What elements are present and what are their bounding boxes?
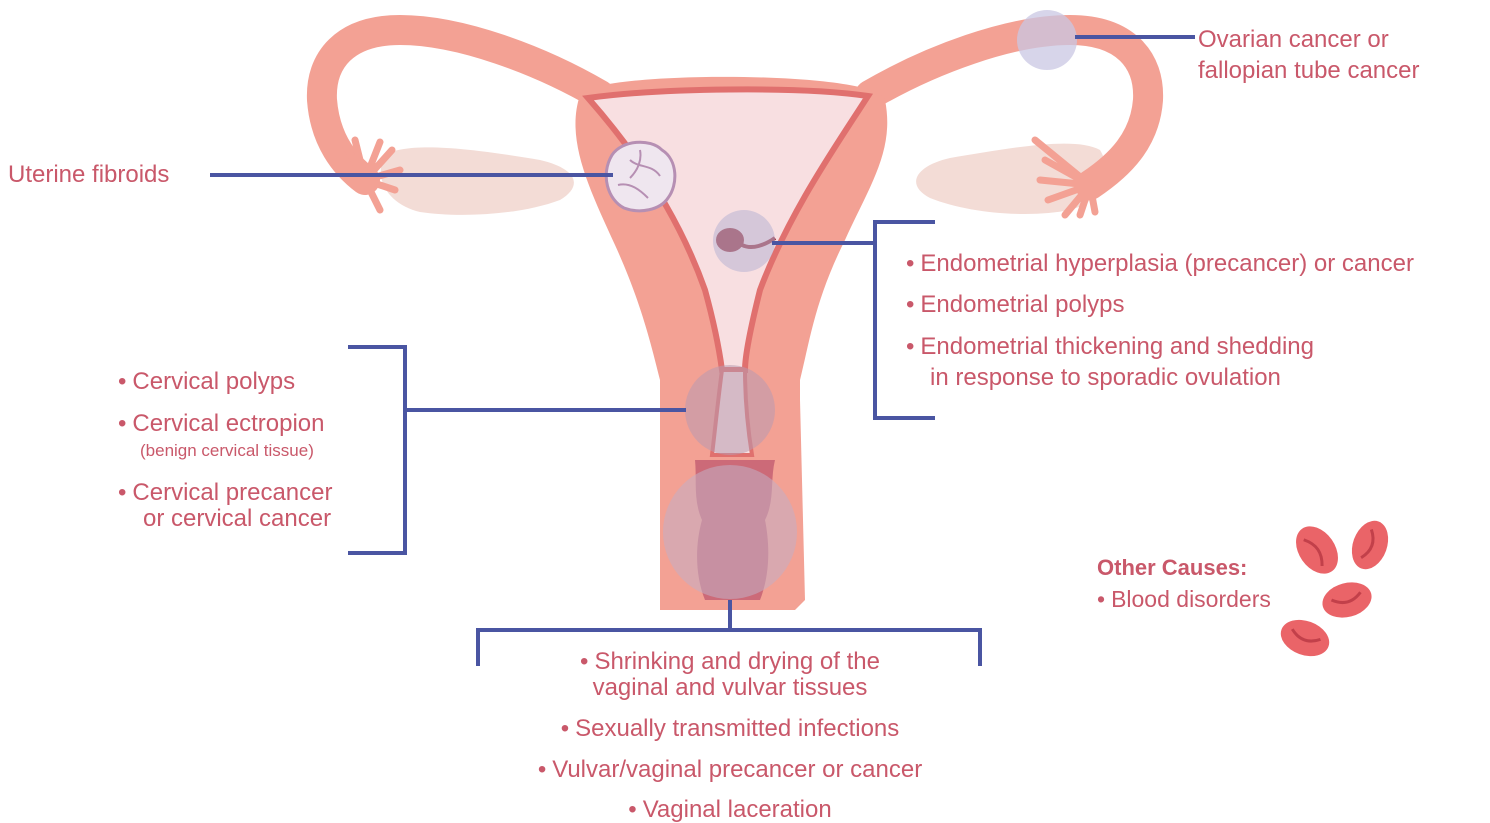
blood-disorders-item: •Blood disorders xyxy=(1097,586,1271,613)
uterine-fibroids-label: Uterine fibroids xyxy=(8,161,169,189)
blood-cell xyxy=(1287,518,1346,581)
blood-cell xyxy=(1276,613,1335,662)
item-text: Cervical polyps xyxy=(132,368,295,395)
left-ovary xyxy=(381,147,574,215)
cervical-precancer-item-line2: or cervical cancer xyxy=(143,505,331,532)
item-text: Shrinking and drying of the xyxy=(594,648,880,675)
item-text: Vaginal laceration xyxy=(643,796,832,823)
bullet: • xyxy=(561,715,569,742)
endometrial-thickening-item-line2: in response to sporadic ovulation xyxy=(930,364,1281,391)
vulvar-precancer-item: •Vulvar/vaginal precancer or cancer xyxy=(480,756,980,783)
item-text: Endometrial thickening and shedding xyxy=(920,333,1314,360)
blood-cell xyxy=(1345,516,1394,575)
bullet: • xyxy=(1097,586,1105,612)
endometrial-polyps-item: •Endometrial polyps xyxy=(906,291,1125,318)
blood-cells xyxy=(1276,516,1395,663)
item-text: Cervical ectropion xyxy=(132,410,324,437)
sti-item: •Sexually transmitted infections xyxy=(480,715,980,742)
bullet: • xyxy=(118,410,126,437)
blood-cell xyxy=(1318,577,1375,623)
fallopian-tube-cancer-label: fallopian tube cancer xyxy=(1198,57,1419,85)
item-text: Sexually transmitted infections xyxy=(575,715,899,742)
item-text: Endometrial hyperplasia (precancer) or c… xyxy=(920,250,1414,277)
bullet: • xyxy=(118,479,126,506)
ovarian-cancer-label: Ovarian cancer or xyxy=(1198,26,1389,54)
other-causes-title: Other Causes: xyxy=(1097,555,1247,581)
item-text: Cervical precancer xyxy=(132,479,332,506)
bullet: • xyxy=(580,648,588,675)
endometrial-hyperplasia-item: •Endometrial hyperplasia (precancer) or … xyxy=(906,250,1414,277)
bullet: • xyxy=(906,250,914,277)
vagina-highlight xyxy=(663,465,797,599)
vaginal-laceration-item: • Vaginal laceration xyxy=(480,796,980,823)
cervical-precancer-item: •Cervical precancer xyxy=(118,479,332,506)
vaginal-shrinking-item-line2: vaginal and vulvar tissues xyxy=(480,674,980,701)
ovary-highlight xyxy=(1017,10,1077,70)
vaginal-shrinking-item: •Shrinking and drying of the xyxy=(480,648,980,675)
bullet: • xyxy=(118,368,126,395)
bullet: • xyxy=(906,291,914,318)
endometrial-thickening-item: •Endometrial thickening and shedding xyxy=(906,333,1314,360)
bullet: • xyxy=(628,796,636,823)
item-text: Vulvar/vaginal precancer or cancer xyxy=(552,756,922,783)
cervix-highlight xyxy=(685,365,775,455)
fibroid-illustration xyxy=(606,142,675,211)
cervical-bracket xyxy=(348,347,405,553)
bullet: • xyxy=(906,333,914,360)
polyp-highlight xyxy=(713,210,775,272)
cervical-ectropion-note: (benign cervical tissue) xyxy=(140,441,314,461)
bullet: • xyxy=(538,756,546,783)
item-text: Endometrial polyps xyxy=(920,291,1124,318)
cervical-polyps-item: •Cervical polyps xyxy=(118,368,295,395)
item-text: Blood disorders xyxy=(1111,586,1271,612)
cervical-ectropion-item: •Cervical ectropion xyxy=(118,410,325,437)
